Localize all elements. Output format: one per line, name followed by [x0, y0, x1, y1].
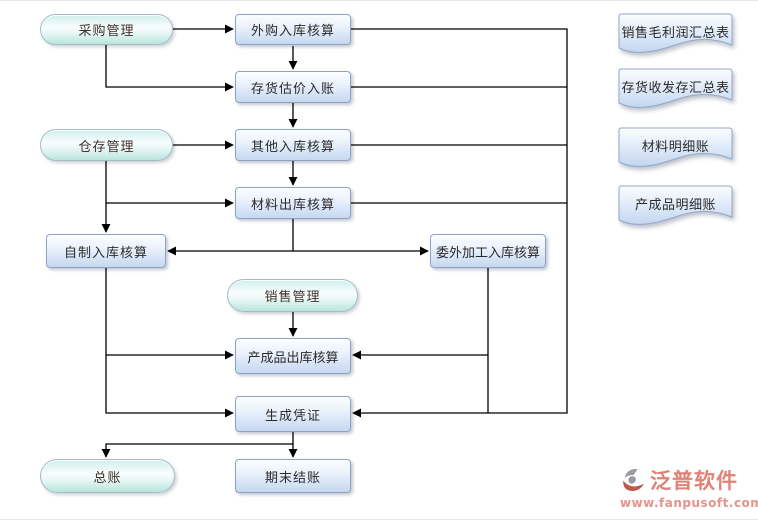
box-period-end-closing: 期末结账	[235, 459, 351, 493]
box-selfmade-inbound-accounting: 自制入库核算	[46, 234, 166, 268]
document-shape-icon	[618, 185, 733, 225]
box-material-outbound-accounting: 材料出库核算	[235, 187, 351, 219]
pill-purchase-management: 采购管理	[40, 14, 173, 45]
box-selfmade-inbound-accounting-label: 自制入库核算	[63, 245, 148, 261]
box-generate-voucher: 生成凭证	[235, 396, 351, 432]
pill-purchase-management-label: 采购管理	[78, 24, 135, 39]
document-shape-icon	[618, 127, 733, 167]
pill-warehouse-management: 仓存管理	[40, 129, 173, 161]
report-material-detail-ledger: 材料明细账	[617, 127, 734, 173]
report-finished-goods-detail-ledger-label: 产成品明细账	[634, 197, 716, 213]
box-finished-goods-outbound-accounting-label: 产成品出库核算	[247, 350, 339, 366]
document-shape-icon	[618, 13, 733, 53]
box-finished-goods-outbound-accounting: 产成品出库核算	[235, 338, 351, 374]
box-outsourced-processing-inbound-accounting: 委外加工入库核算	[430, 234, 546, 268]
document-shape-icon	[618, 68, 733, 108]
fanpu-website-url: www.fanpusoft.com	[620, 496, 758, 510]
report-material-detail-ledger-label: 材料明细账	[641, 139, 710, 155]
pill-sales-management: 销售管理	[227, 279, 358, 312]
box-outsourced-processing-inbound-accounting-label: 委外加工入库核算	[435, 245, 540, 261]
pill-warehouse-management-label: 仓存管理	[78, 139, 135, 155]
report-finished-goods-detail-ledger: 产成品明细账	[617, 185, 734, 231]
box-material-outbound-accounting-label: 材料出库核算	[250, 197, 335, 213]
box-period-end-closing-label: 期末结账	[264, 470, 321, 486]
report-inventory-in-out-balance-summary-label: 存货收发存汇总表	[621, 80, 730, 96]
pill-sales-management-label: 销售管理	[264, 290, 321, 305]
fanpu-logo-icon	[623, 468, 644, 491]
box-purchased-inbound-accounting-label: 外购入库核算	[250, 24, 335, 39]
report-inventory-in-out-balance-summary: 存货收发存汇总表	[617, 68, 734, 114]
pill-general-ledger-label: 总账	[93, 470, 122, 486]
fanpu-logo-text: 泛普软件	[650, 469, 738, 493]
pill-general-ledger: 总账	[40, 459, 175, 493]
report-sales-gross-profit-summary-label: 销售毛利润汇总表	[621, 25, 730, 41]
box-inventory-valuation-entry: 存货估价入账	[235, 71, 351, 103]
box-other-inbound-accounting: 其他入库核算	[235, 129, 351, 161]
box-other-inbound-accounting-label: 其他入库核算	[250, 139, 335, 155]
box-inventory-valuation-entry-label: 存货估价入账	[250, 81, 335, 97]
box-purchased-inbound-accounting: 外购入库核算	[235, 14, 351, 45]
fanpu-logo: 泛普软件 www.fanpusoft.com	[620, 465, 758, 513]
box-generate-voucher-label: 生成凭证	[264, 408, 321, 424]
report-sales-gross-profit-summary: 销售毛利润汇总表	[617, 13, 734, 59]
